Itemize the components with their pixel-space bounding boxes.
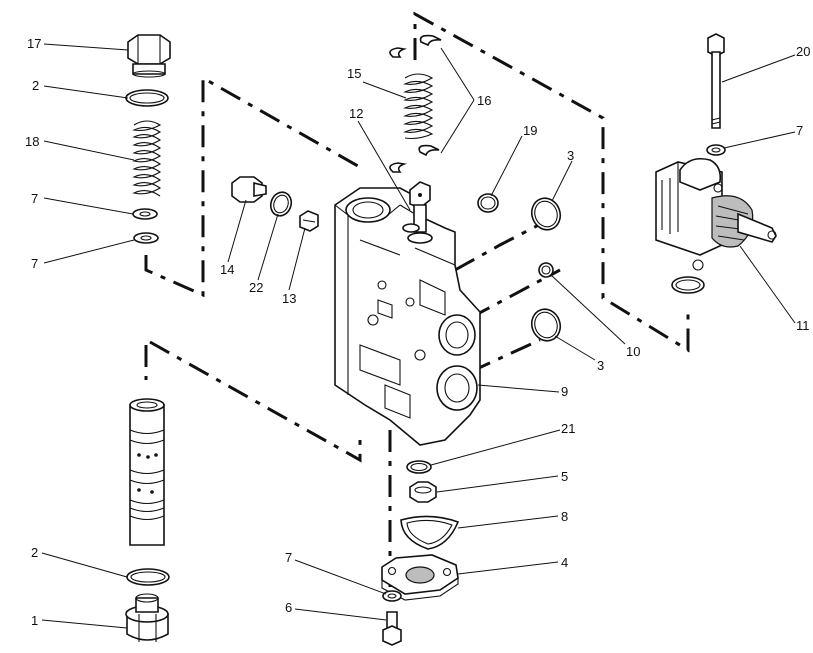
- seal-21: [406, 460, 432, 474]
- callout-21: 21: [561, 421, 575, 436]
- seal-ring-2-bottom: [126, 568, 170, 586]
- clip-16-top: [389, 34, 442, 58]
- seal-10: [538, 262, 554, 278]
- seal-22: [269, 191, 293, 217]
- valve-body-9: [334, 187, 481, 446]
- clip-16-bottom: [389, 144, 440, 173]
- callout-1: 1: [31, 613, 38, 628]
- callout-3-lower: 3: [597, 358, 604, 373]
- callout-3-upper: 3: [567, 148, 574, 163]
- callout-22: 22: [249, 280, 263, 295]
- fitting-13: [299, 210, 319, 232]
- callout-13: 13: [282, 291, 296, 306]
- washer-7-a: [132, 208, 158, 220]
- callout-7-left-b: 7: [31, 256, 38, 271]
- pin-12: [402, 181, 433, 244]
- spring-18: [132, 120, 162, 197]
- callout-14: 14: [220, 262, 234, 277]
- plug-14: [231, 176, 267, 203]
- washer-7-bottom: [382, 590, 402, 602]
- spring-15: [403, 73, 434, 140]
- callout-10: 10: [626, 344, 640, 359]
- callout-7-bottom: 7: [285, 550, 292, 565]
- leader-lines: [41, 43, 796, 629]
- callout-17: 17: [27, 36, 41, 51]
- callout-6: 6: [285, 600, 292, 615]
- callout-20: 20: [796, 44, 810, 59]
- seal-actuator: [671, 276, 705, 294]
- seal-3-upper: [530, 197, 562, 231]
- plug-5: [409, 481, 437, 503]
- seal-3-lower: [530, 308, 562, 342]
- washer-7-b: [133, 232, 159, 244]
- gasket-8: [400, 515, 460, 550]
- washer-7-right: [706, 144, 726, 156]
- callout-9: 9: [561, 384, 568, 399]
- cap-1: [125, 593, 169, 642]
- callout-5: 5: [561, 469, 568, 484]
- callout-2-top: 2: [32, 78, 39, 93]
- bolt-6: [382, 611, 402, 646]
- spool: [129, 398, 165, 546]
- callout-8: 8: [561, 509, 568, 524]
- bolt-20: [707, 33, 725, 129]
- plug-17: [127, 34, 171, 78]
- actuator-11: [655, 157, 777, 271]
- callout-11: 11: [796, 318, 810, 333]
- callout-7-right: 7: [796, 123, 803, 138]
- callout-18: 18: [25, 134, 39, 149]
- callout-12: 12: [349, 106, 363, 121]
- cover-4: [381, 554, 459, 601]
- callout-15: 15: [347, 66, 361, 81]
- callout-7-left-a: 7: [31, 191, 38, 206]
- callout-labels: 17 2 18 7 7 14 22 13 15 12 16 19 3 20 7 …: [25, 36, 810, 628]
- seal-ring-2-top: [125, 89, 169, 107]
- callout-19: 19: [523, 123, 537, 138]
- callout-4: 4: [561, 555, 568, 570]
- callout-16: 16: [477, 93, 491, 108]
- seal-19: [477, 193, 499, 213]
- callout-2-bottom: 2: [31, 545, 38, 560]
